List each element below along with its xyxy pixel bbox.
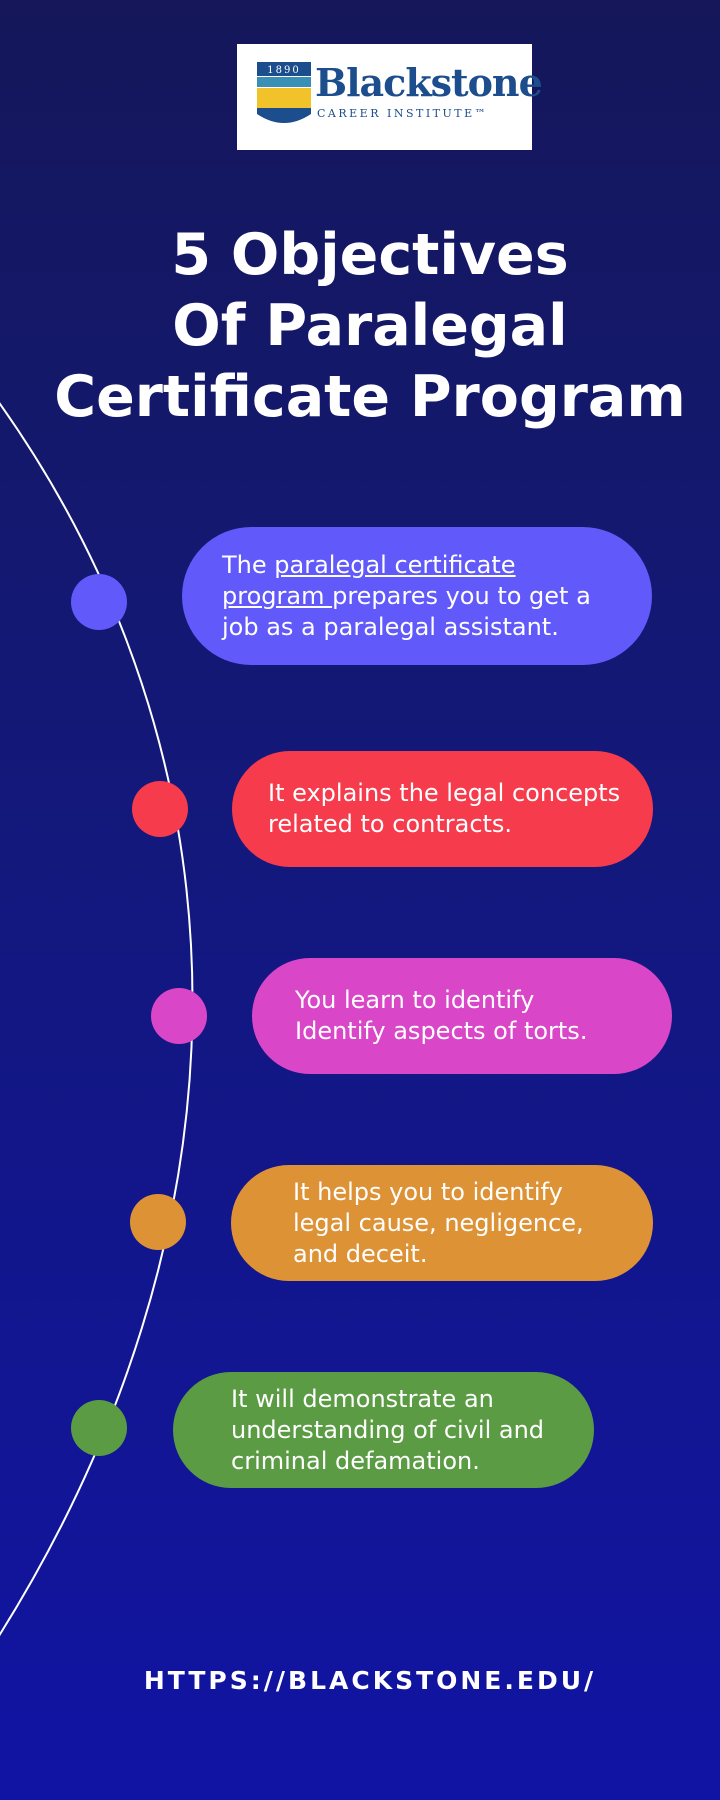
timeline-dot-2 bbox=[132, 781, 188, 837]
logo-subtitle: CAREER INSTITUTE™ bbox=[317, 107, 489, 120]
objective-4-text: It helps you to identify legal cause, ne… bbox=[293, 1177, 584, 1268]
objective-4: It helps you to identify legal cause, ne… bbox=[231, 1165, 653, 1281]
title-line-3: Certificate Program bbox=[54, 364, 686, 430]
paralegal-program-link[interactable]: paralegal certificate program bbox=[222, 550, 516, 610]
timeline-dot-1 bbox=[71, 574, 127, 630]
page-title: 5 Objectives Of Paralegal Certificate Pr… bbox=[0, 220, 720, 433]
objective-1-text: The paralegal certificate program prepar… bbox=[222, 550, 591, 641]
website-url[interactable]: HTTPS://BLACKSTONE.EDU/ bbox=[143, 1666, 597, 1695]
objective-1: The paralegal certificate program prepar… bbox=[182, 527, 652, 665]
logo-year: 1890 bbox=[267, 65, 300, 76]
objective-5-text: It will demonstrate an understanding of … bbox=[231, 1384, 545, 1475]
logo-name: Blackstone bbox=[315, 60, 543, 105]
timeline-dot-5 bbox=[71, 1400, 127, 1456]
title-line-1: 5 Objectives bbox=[171, 222, 569, 288]
objective-3-text: You learn to identify Identify aspects o… bbox=[295, 986, 588, 1045]
objective-5: It will demonstrate an understanding of … bbox=[173, 1372, 594, 1488]
title-line-2: Of Paralegal bbox=[172, 293, 568, 359]
timeline-dot-4 bbox=[130, 1194, 186, 1250]
blackstone-logo: 1890 Blackstone CAREER INSTITUTE™ bbox=[237, 44, 543, 150]
objective-3: You learn to identify Identify aspects o… bbox=[252, 958, 672, 1074]
objective-2: It explains the legal concepts related t… bbox=[232, 751, 653, 867]
shield-icon: 1890 bbox=[257, 62, 311, 123]
timeline-dot-3 bbox=[151, 988, 207, 1044]
objective-2-text: It explains the legal concepts related t… bbox=[268, 779, 621, 838]
